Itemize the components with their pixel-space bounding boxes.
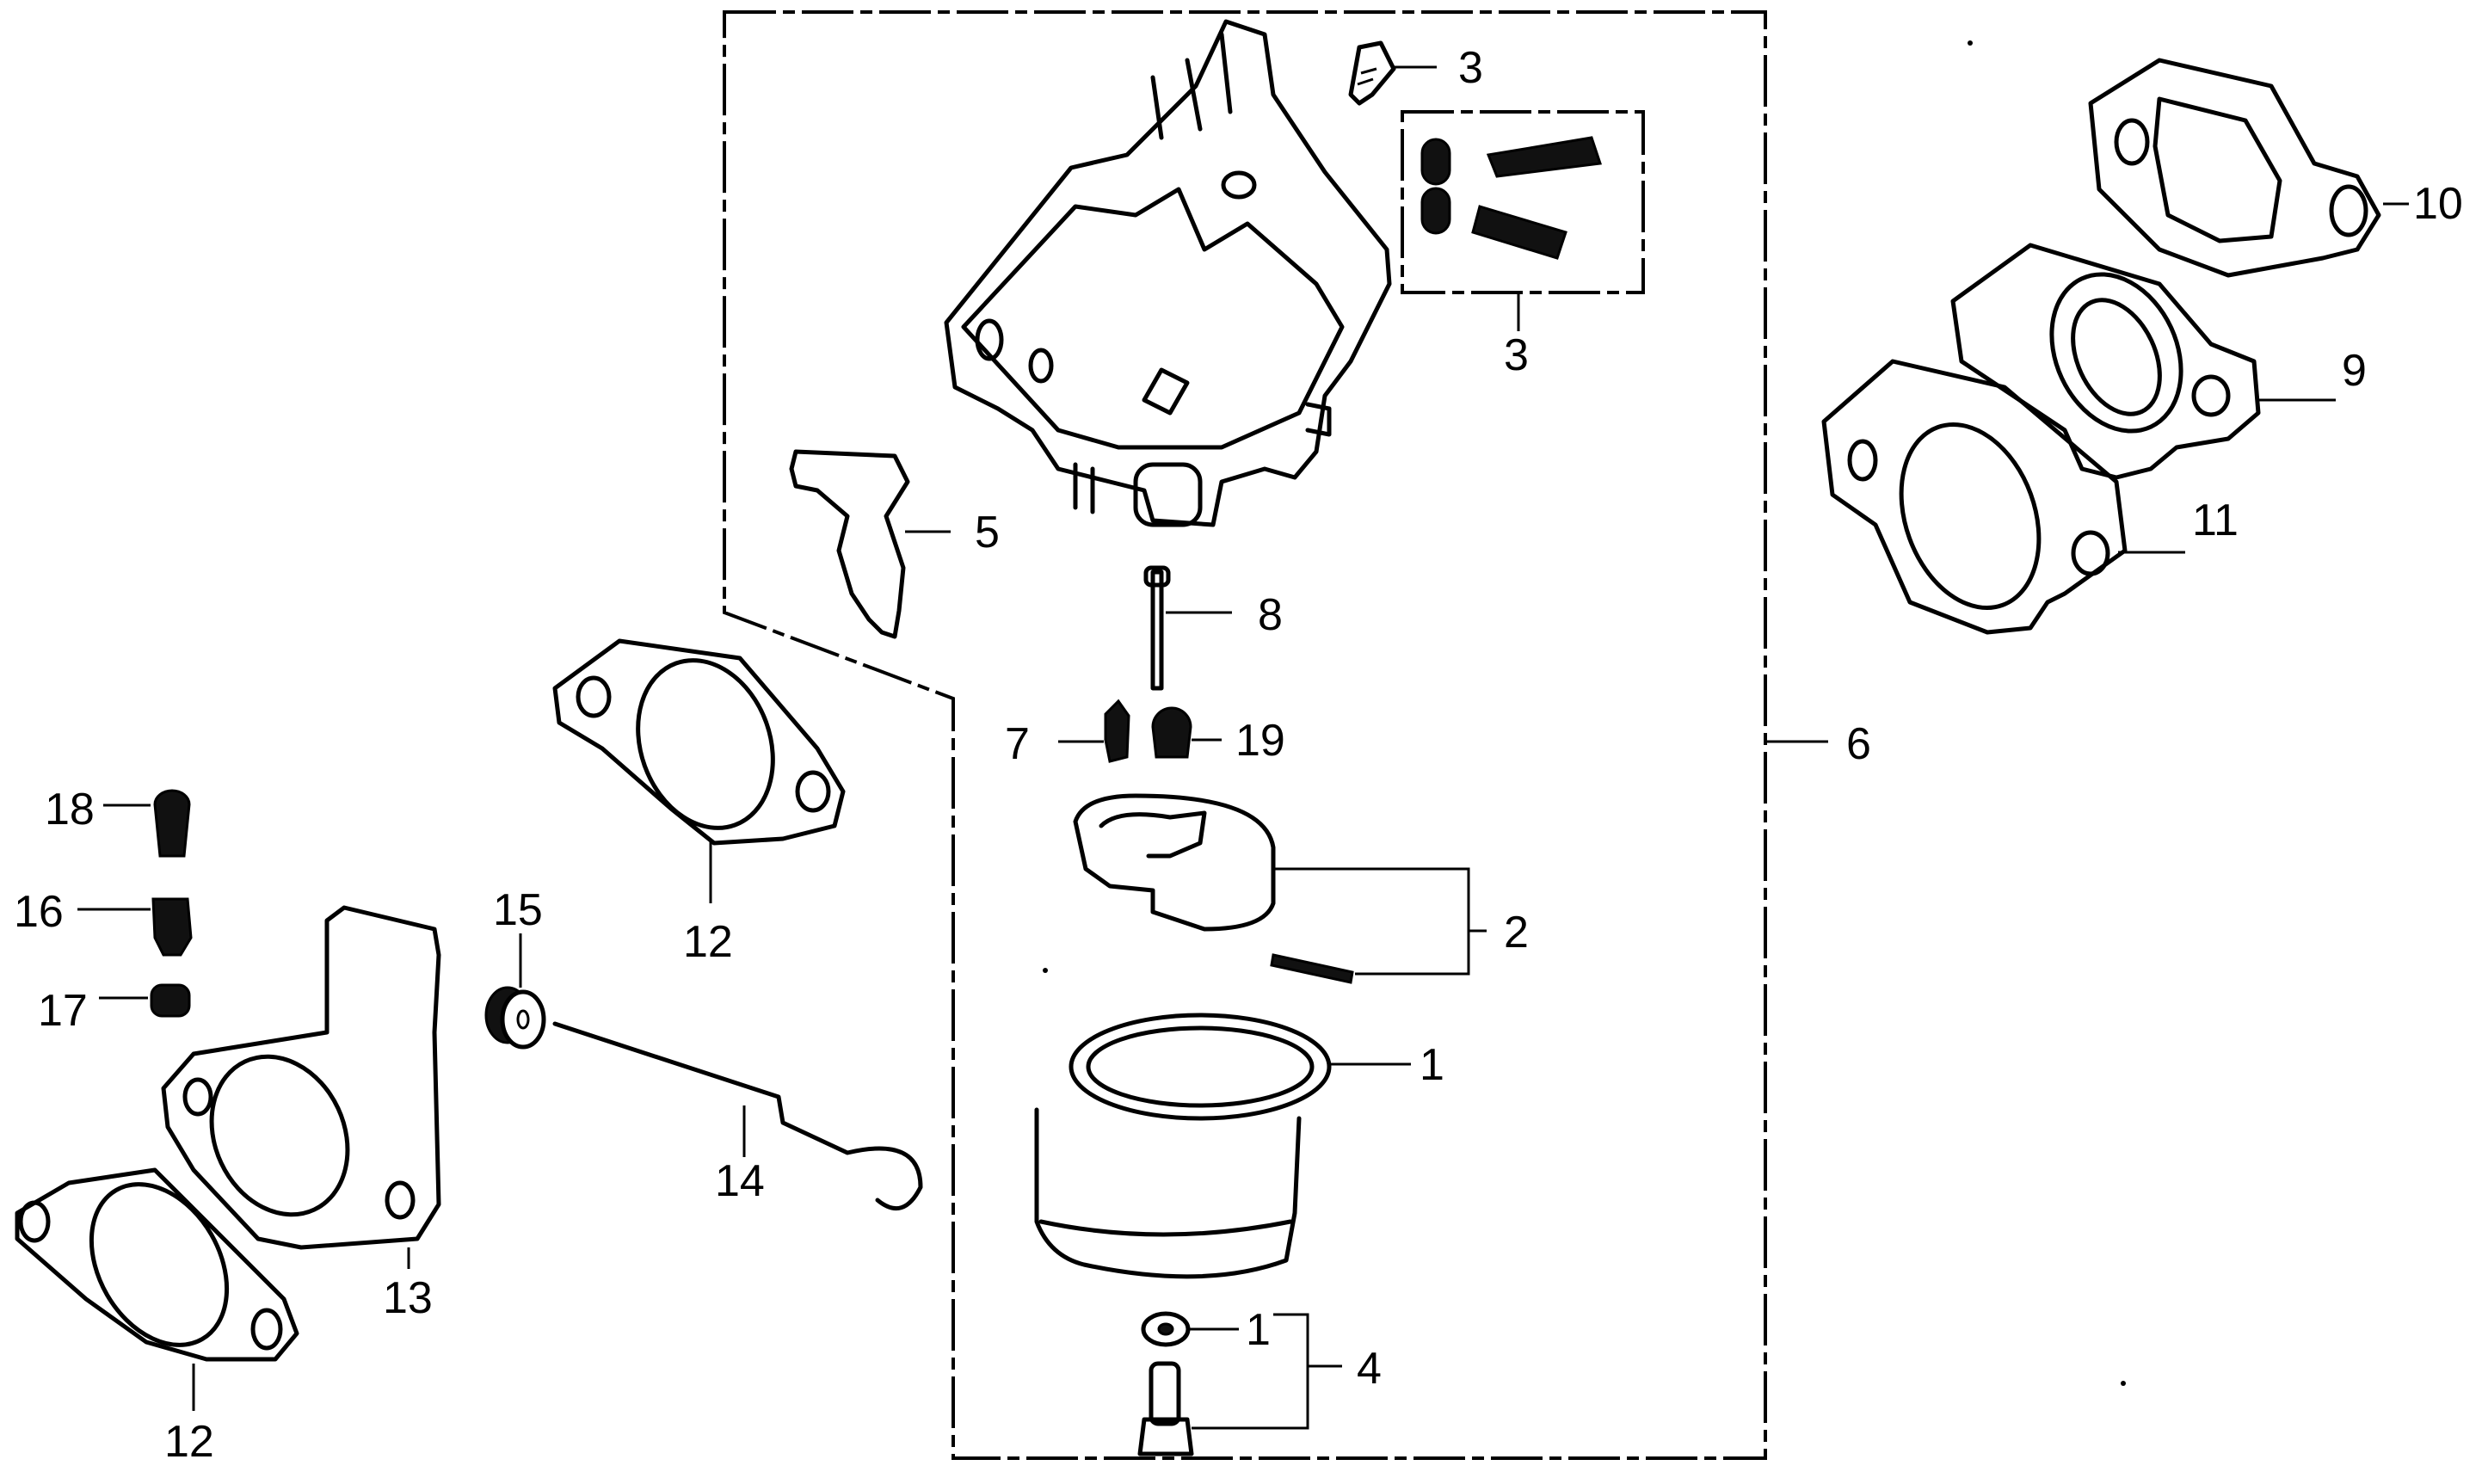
callout-2: 2: [1504, 908, 1529, 958]
gasket-10: [2088, 58, 2409, 278]
assembly-boundary: [723, 10, 1767, 1460]
callout-13: 13: [383, 1273, 433, 1323]
callout-1-upper: 1: [1420, 1040, 1444, 1090]
callout-8: 8: [1258, 590, 1283, 640]
stray-dot: [2121, 1381, 2126, 1386]
insulator-9: [1950, 243, 2336, 480]
callout-17: 17: [38, 986, 88, 1036]
callout-12-lower: 12: [164, 1417, 214, 1467]
callout-10: 10: [2413, 179, 2463, 229]
carburetor-body: [944, 19, 1392, 527]
callout-18: 18: [45, 785, 95, 834]
throttle-lever: [789, 449, 951, 639]
stray-dot: [1968, 40, 1973, 46]
callout-4: 4: [1357, 1344, 1382, 1394]
callout-5: 5: [975, 508, 1000, 557]
float: [1073, 793, 1487, 984]
float-valve-and-jet: [1058, 699, 1222, 763]
callout-3-top: 3: [1458, 43, 1483, 93]
callout-15: 15: [493, 885, 543, 935]
grommet-15: [484, 933, 546, 1050]
callout-3-box: 3: [1504, 330, 1529, 380]
pilot-screw-box: [1401, 110, 1645, 331]
drain-bolt-set: [1137, 1311, 1342, 1456]
callout-11: 11: [2192, 496, 2239, 545]
callout-19: 19: [1235, 716, 1285, 766]
callout-14: 14: [715, 1156, 765, 1206]
gasket-12-upper: [552, 638, 846, 903]
needle-jet: [1143, 565, 1232, 691]
rod-14: [552, 1021, 923, 1210]
gasket-12-lower: [15, 1167, 299, 1411]
callout-16: 16: [14, 887, 64, 937]
bracket-13: [161, 905, 441, 1269]
float-bowl: [1034, 1013, 1411, 1279]
screw-3-top: [1348, 40, 1437, 106]
gasket-11: [1821, 359, 2185, 635]
stray-dot: [1043, 968, 1048, 973]
callout-1-lower: 1: [1246, 1305, 1271, 1355]
callout-6: 6: [1846, 719, 1871, 769]
small-hardware: [77, 789, 193, 1018]
callout-7: 7: [1005, 719, 1030, 769]
callout-9: 9: [2342, 346, 2367, 396]
callout-12-upper: 12: [683, 917, 733, 967]
